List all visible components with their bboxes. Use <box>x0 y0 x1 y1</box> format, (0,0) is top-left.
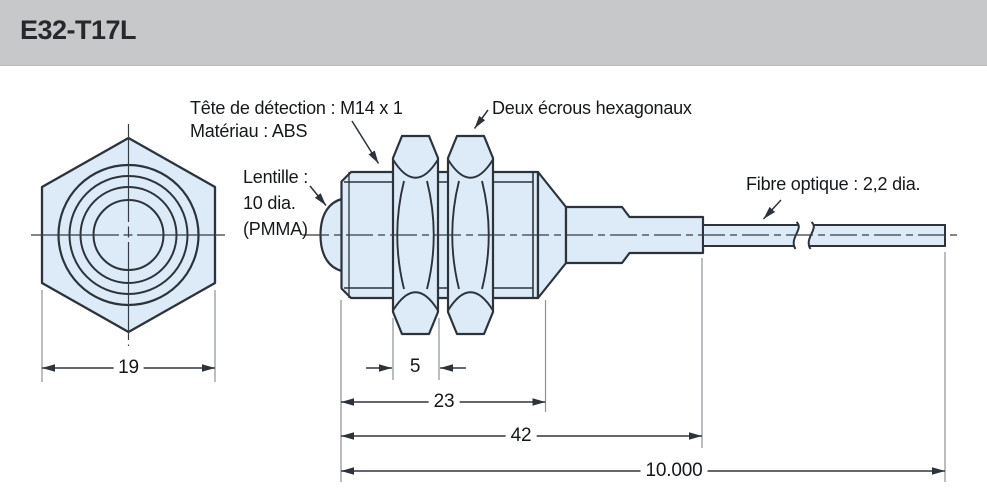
extension-lines <box>340 252 946 482</box>
label-lens: Lentille : 10 dia. (PMMA) <box>243 164 308 242</box>
label-detection-head-line2: Matériau : ABS <box>190 121 308 141</box>
front-view <box>31 124 226 382</box>
dim-text-23: 23 <box>428 391 460 413</box>
dim-text-42: 42 <box>505 425 537 447</box>
leader-lines <box>309 109 782 220</box>
label-lens-line3: (PMMA) <box>243 219 308 239</box>
page-title: E32-T17L <box>20 15 137 45</box>
label-hex-nuts: Deux écrous hexagonaux <box>492 98 692 118</box>
leader-lens <box>309 185 327 206</box>
label-detection-head: Tête de détection : M14 x 1 Matériau : A… <box>190 97 403 143</box>
side-view <box>302 134 957 336</box>
front-centerlines <box>31 124 226 346</box>
dim-text-10000: 10.000 <box>640 460 708 482</box>
fiber-break-curves <box>792 221 815 250</box>
label-detection-head-line1: Tête de détection : M14 x 1 <box>190 98 403 118</box>
leader-detection-head <box>351 120 380 164</box>
label-lens-line2: 10 dia. <box>243 193 296 213</box>
title-bar: E32-T17L <box>0 0 987 66</box>
leader-fiber <box>762 199 782 220</box>
label-fiber: Fibre optique : 2,2 dia. <box>746 174 921 194</box>
dim-text-19: 19 <box>113 357 144 379</box>
label-lens-line1: Lentille : <box>243 167 309 187</box>
dimension-lines <box>341 364 945 475</box>
leader-hex-nuts <box>473 109 489 129</box>
dim-text-5: 5 <box>404 356 426 378</box>
